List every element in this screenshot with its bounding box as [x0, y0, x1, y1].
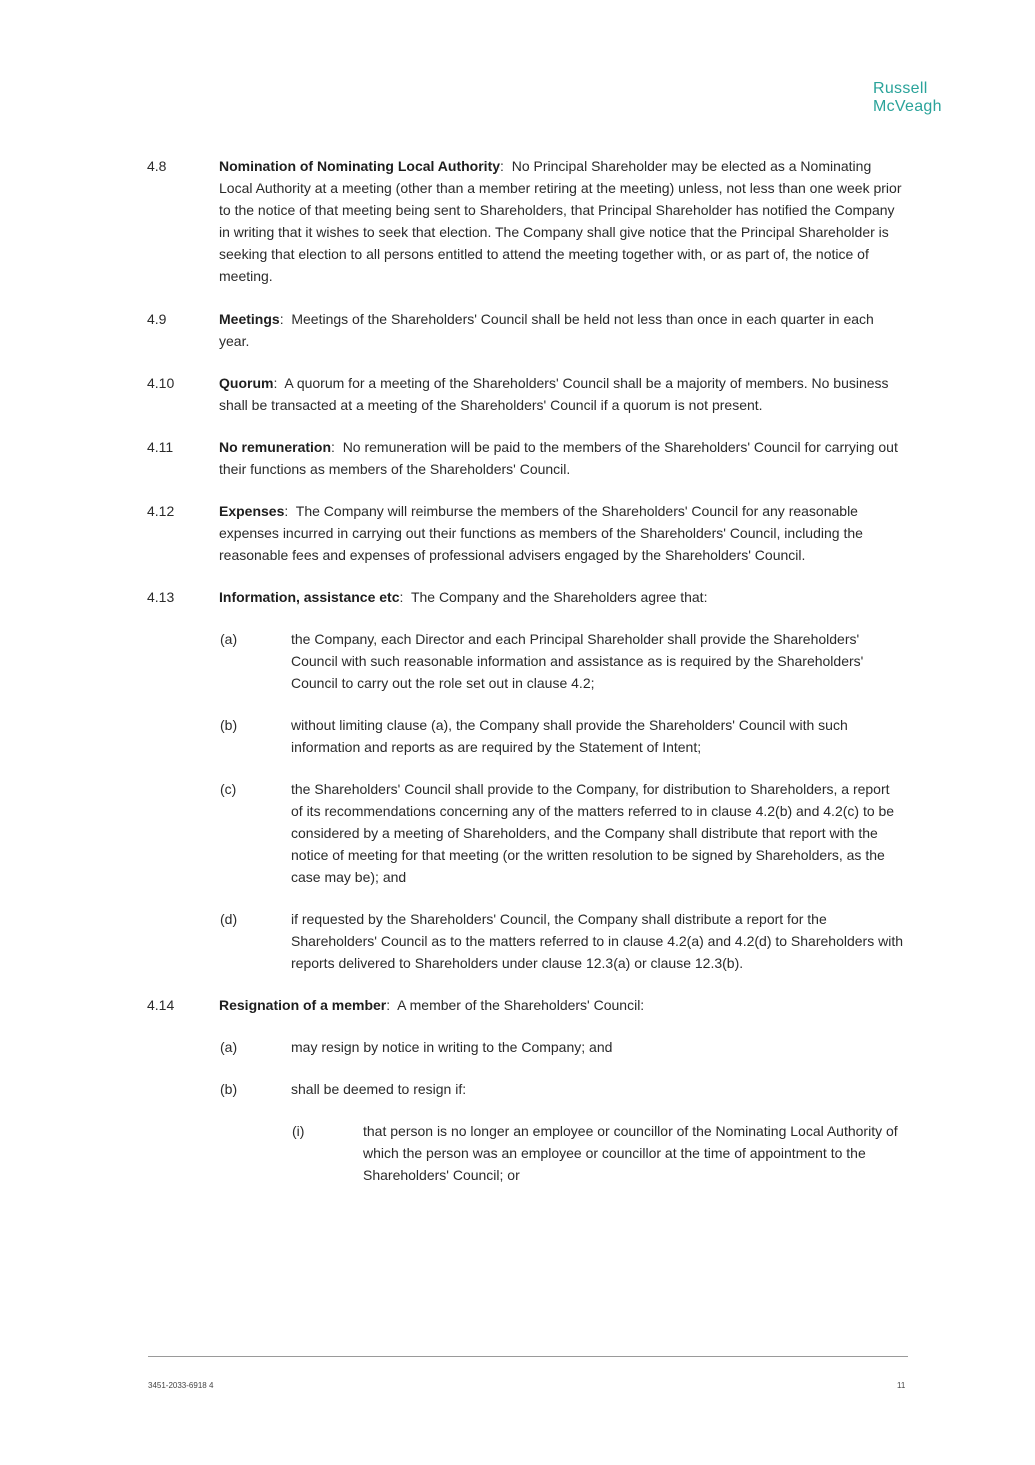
subclause-text: the Company, each Director and each Prin… — [291, 631, 864, 691]
clause-4-10: 4.10 Quorum: A quorum for a meeting of t… — [0, 372, 1035, 416]
clause-body: No remuneration will be paid to the memb… — [219, 439, 898, 477]
clause-number: 4.8 — [147, 158, 167, 174]
logo-line-2: McVeagh — [873, 98, 942, 115]
clause-text: Quorum: A quorum for a meeting of the Sh… — [219, 375, 889, 413]
firm-logo: Russell McVeagh — [873, 80, 942, 116]
subclause-4-13-a: (a) the Company, each Director and each … — [0, 628, 1035, 694]
clause-body: A quorum for a meeting of the Shareholde… — [219, 375, 889, 413]
clause-body: Meetings of the Shareholders' Council sh… — [219, 311, 874, 349]
clause-heading: Expenses — [219, 503, 285, 519]
subclause-4-13-c: (c) the Shareholders' Council shall prov… — [0, 778, 1035, 888]
clause-4-11: 4.11 No remuneration: No remuneration wi… — [0, 436, 1035, 480]
clause-heading: Quorum — [219, 375, 274, 391]
page-number: 11 — [897, 1381, 906, 1390]
subclause-number: (b) — [220, 1081, 238, 1097]
clause-4-14: 4.14 Resignation of a member: A member o… — [0, 994, 1035, 1016]
clause-text: Meetings: Meetings of the Shareholders' … — [219, 311, 874, 349]
subclause-4-13-d: (d) if requested by the Shareholders' Co… — [0, 908, 1035, 974]
clause-heading: Meetings — [219, 311, 280, 327]
clause-body: No Principal Shareholder may be elected … — [219, 158, 902, 284]
subclause-4-14-a: (a) may resign by notice in writing to t… — [0, 1036, 1035, 1058]
clause-body: The Company and the Shareholders agree t… — [410, 589, 708, 605]
subclause-number: (a) — [220, 1039, 238, 1055]
subclause-number: (a) — [220, 631, 238, 647]
subclause-number: (c) — [220, 781, 237, 797]
footer-divider — [148, 1356, 908, 1357]
logo-line-1: Russell — [873, 80, 928, 97]
clause-4-12: 4.12 Expenses: The Company will reimburs… — [0, 500, 1035, 566]
clause-text: Nomination of Nominating Local Authority… — [219, 158, 902, 284]
subclause-number: (i) — [292, 1123, 305, 1139]
clause-body: A member of the Shareholders' Council: — [397, 997, 645, 1013]
clause-number: 4.14 — [147, 997, 175, 1013]
subclause-4-14-b-i: (i) that person is no longer an employee… — [0, 1120, 1035, 1186]
document-body: 4.8 Nomination of Nominating Local Autho… — [0, 155, 1035, 1186]
subclause-text: without limiting clause (a), the Company… — [291, 717, 848, 755]
clause-text: Information, assistance etc: The Company… — [219, 589, 708, 605]
clause-text: Expenses: The Company will reimburse the… — [219, 503, 863, 563]
clause-4-8: 4.8 Nomination of Nominating Local Autho… — [0, 155, 1035, 287]
clause-text: Resignation of a member: A member of the… — [219, 997, 645, 1013]
clause-heading: Information, assistance etc — [219, 589, 400, 605]
subclause-text: if requested by the Shareholders' Counci… — [291, 911, 903, 971]
clause-number: 4.12 — [147, 503, 175, 519]
subclause-text: shall be deemed to resign if: — [291, 1081, 467, 1097]
subclause-4-14-b: (b) shall be deemed to resign if: — [0, 1078, 1035, 1100]
clause-4-13: 4.13 Information, assistance etc: The Co… — [0, 586, 1035, 608]
subclause-text: may resign by notice in writing to the C… — [291, 1039, 613, 1055]
clause-number: 4.10 — [147, 375, 175, 391]
subclause-text: the Shareholders' Council shall provide … — [291, 781, 895, 885]
subclause-number: (b) — [220, 717, 238, 733]
clause-number: 4.9 — [147, 311, 167, 327]
clause-text: No remuneration: No remuneration will be… — [219, 439, 898, 477]
clause-4-9: 4.9 Meetings: Meetings of the Shareholde… — [0, 308, 1035, 352]
clause-heading: No remuneration — [219, 439, 332, 455]
subclause-number: (d) — [220, 911, 238, 927]
clause-body: The Company will reimburse the members o… — [219, 503, 863, 563]
subclause-4-13-b: (b) without limiting clause (a), the Com… — [0, 714, 1035, 758]
clause-heading: Resignation of a member — [219, 997, 387, 1013]
subclause-text: that person is no longer an employee or … — [363, 1123, 898, 1183]
document-reference: 3451-2033-6918 4 — [148, 1381, 214, 1390]
clause-number: 4.13 — [147, 589, 175, 605]
clause-heading: Nomination of Nominating Local Authority — [219, 158, 501, 174]
clause-number: 4.11 — [147, 439, 174, 455]
